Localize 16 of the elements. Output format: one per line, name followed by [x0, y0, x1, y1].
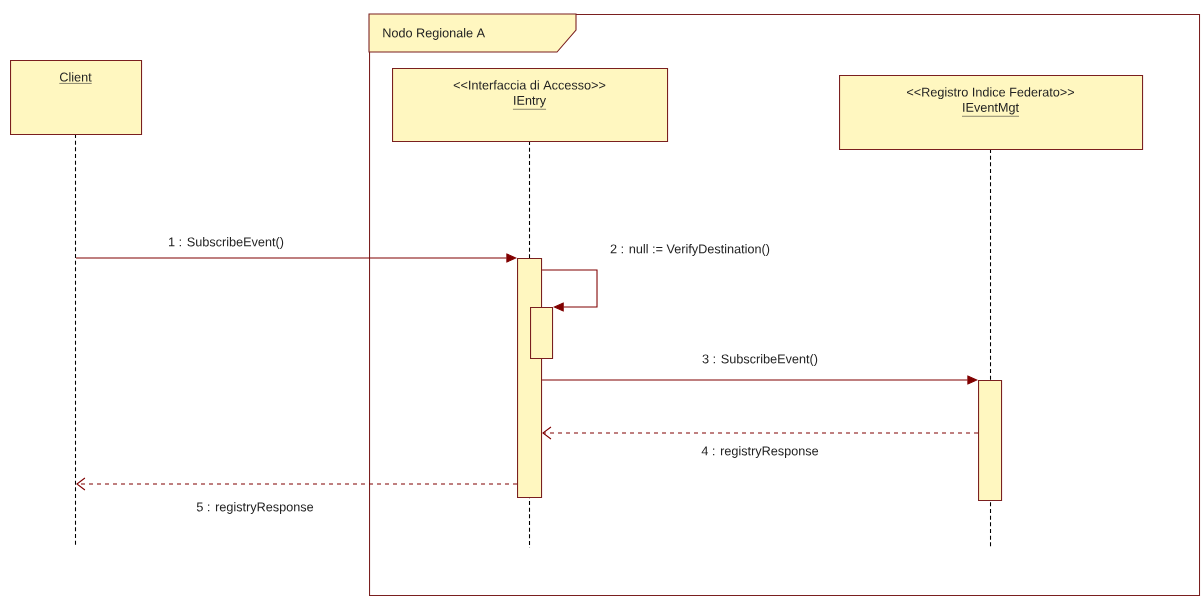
activation-bar [978, 380, 1003, 502]
edge-label: 4 : registryResponse [700, 444, 820, 460]
message-arrow [76, 477, 518, 491]
message-arrow [542, 426, 979, 440]
message-arrow [75, 253, 517, 263]
message-arrow [541, 375, 978, 385]
lifeline-head: <<Interfaccia di Accesso>> IEntry [392, 68, 669, 143]
lifeline-head: <<Registro Indice Federato>> IEventMgt [839, 75, 1144, 151]
message-arrow [541, 269, 598, 312]
edge-label: 1 : SubscribeEvent() [166, 235, 286, 251]
lifeline-head: Client [10, 60, 143, 136]
edge-label: 2 : null := VerifyDestination() [608, 242, 772, 258]
edge-label: 3 : SubscribeEvent() [700, 352, 820, 368]
edge-label: 5 : registryResponse [195, 500, 315, 516]
lifeline [74, 133, 77, 546]
activation-bar [530, 307, 554, 360]
